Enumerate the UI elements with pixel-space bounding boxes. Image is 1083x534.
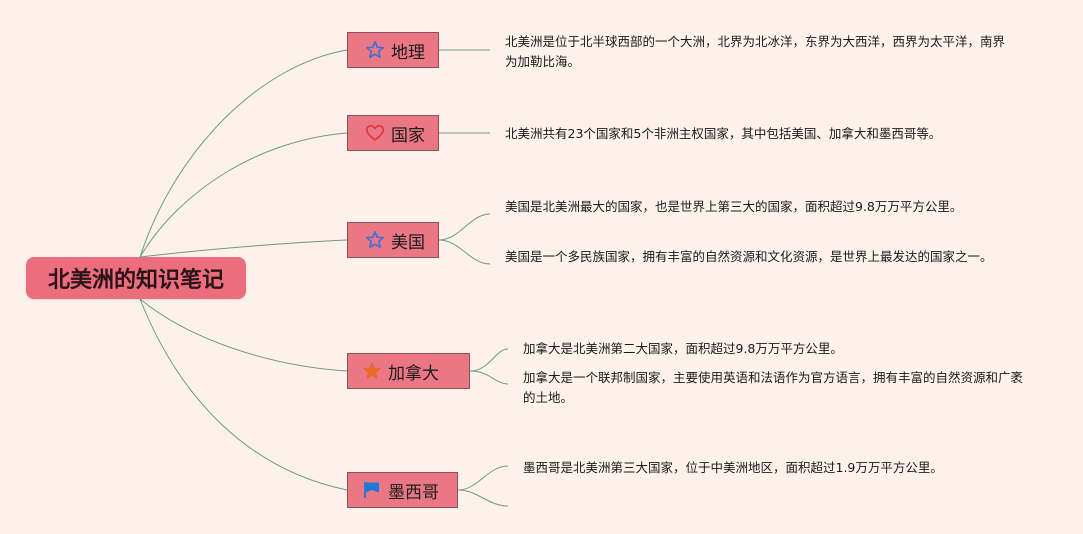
note-text: 北美洲是位于北半球西部的一个大洲，北界为北冰洋，东界为大西洋，西界为太平洋，南界… <box>505 34 1006 69</box>
note-text: 美国是一个多民族国家，拥有丰富的自然资源和文化资源，是世界上最发达的国家之一。 <box>505 249 993 264</box>
topic-label: 美国 <box>391 232 425 253</box>
root-topic[interactable]: 北美洲的知识笔记 <box>26 257 246 299</box>
flag-icon <box>362 480 382 500</box>
heart-outline-icon <box>365 123 385 143</box>
topic-label: 加拿大 <box>388 363 439 384</box>
topic-mexico[interactable]: 墨西哥 <box>347 472 458 508</box>
note-text: 加拿大是北美洲第二大国家，面积超过9.8万万平方公里。 <box>523 341 843 356</box>
note-text: 美国是北美洲最大的国家，也是世界上第三大的国家，面积超过9.8万万平方公里。 <box>505 199 963 214</box>
topic-countries[interactable]: 国家 <box>347 115 439 151</box>
star-filled-icon <box>362 361 382 381</box>
topic-label: 墨西哥 <box>388 482 439 503</box>
topic-usa[interactable]: 美国 <box>347 222 439 258</box>
note-text: 墨西哥是北美洲第三大国家，位于中美洲地区，面积超过1.9万万平方公里。 <box>523 460 943 475</box>
topic-canada[interactable]: 加拿大 <box>347 353 470 389</box>
topic-label: 地理 <box>391 42 425 63</box>
topic-geography[interactable]: 地理 <box>347 32 439 68</box>
star-outline-icon <box>365 40 385 60</box>
topic-label: 国家 <box>391 125 425 146</box>
note-text: 加拿大是一个联邦制国家，主要使用英语和法语作为官方语言，拥有丰富的自然资源和广袤… <box>523 370 1024 405</box>
star-outline-icon <box>365 230 385 250</box>
note-text: 北美洲共有23个国家和5个非洲主权国家，其中包括美国、加拿大和墨西哥等。 <box>505 126 942 141</box>
